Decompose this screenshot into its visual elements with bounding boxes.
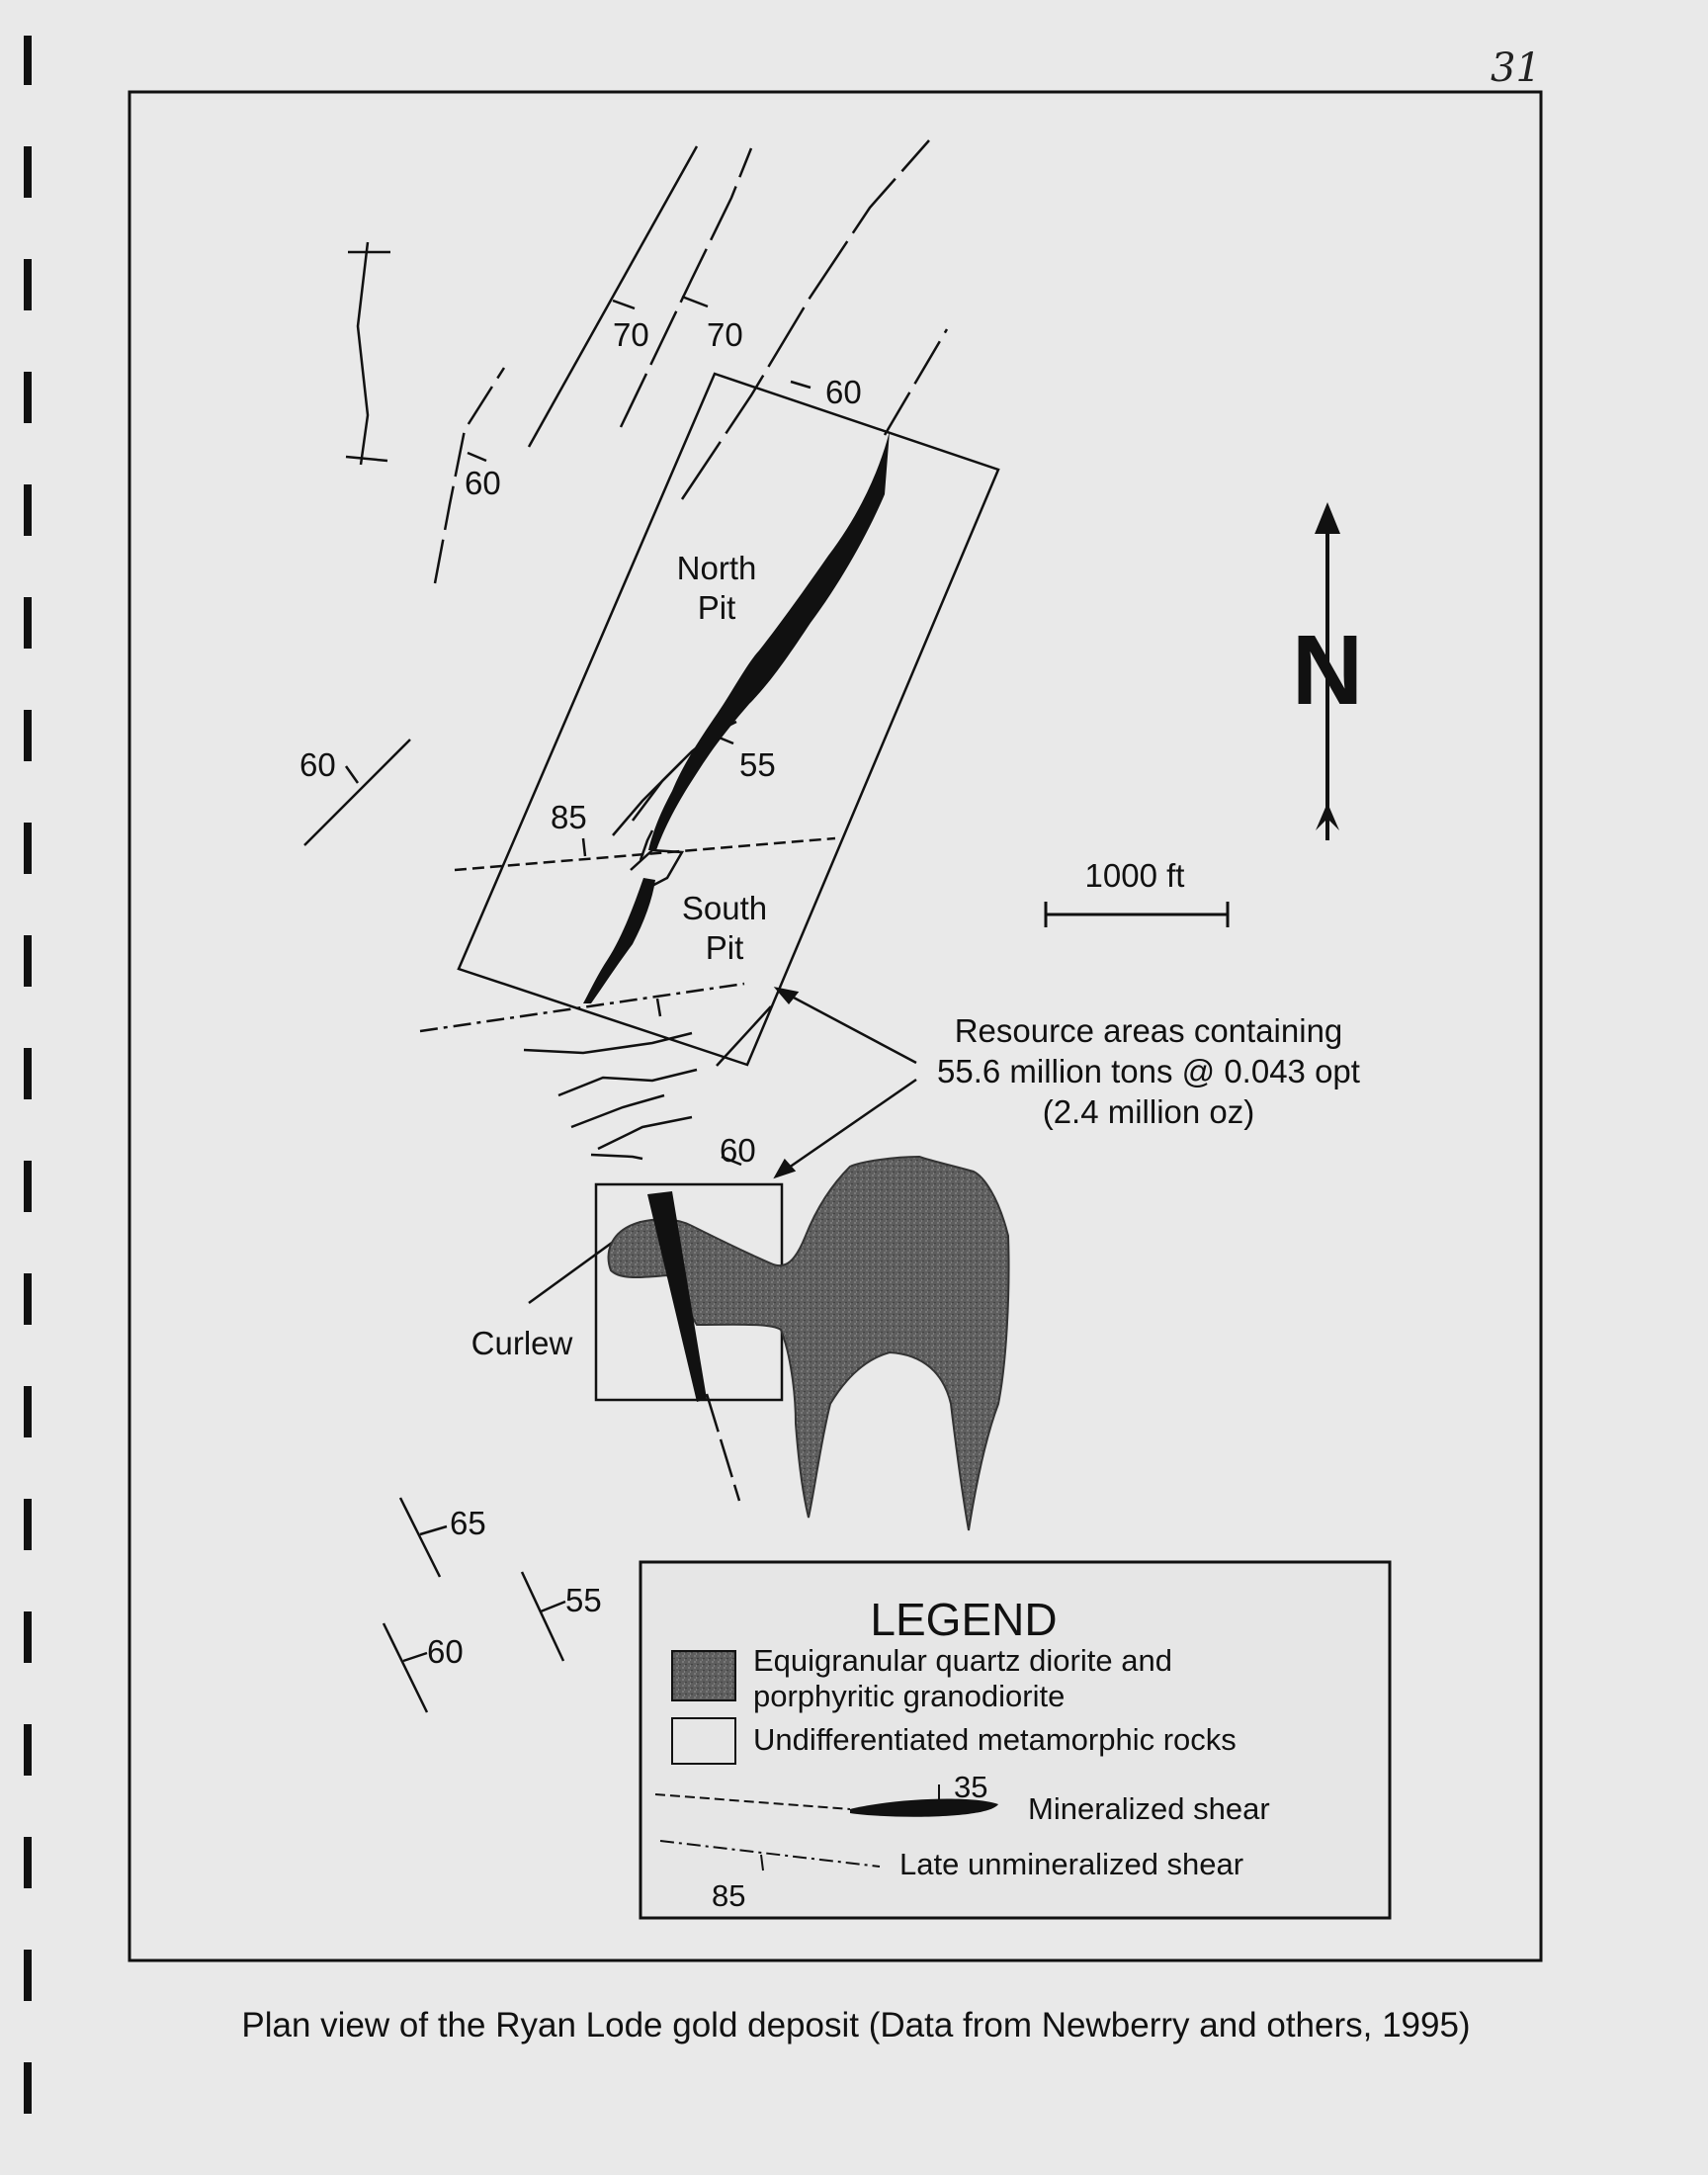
legend-item-mineralized: Mineralized shear — [1028, 1791, 1270, 1826]
north-letter: N — [1292, 615, 1363, 726]
north-arrow-icon: N — [1292, 502, 1363, 840]
dip-label: 60 — [299, 746, 336, 783]
resource-note-line3: (2.4 million oz) — [1043, 1093, 1255, 1130]
legend-shear-dip: 35 — [954, 1770, 987, 1804]
legend-swatch-diorite — [671, 1650, 736, 1701]
resource-note-line1: Resource areas containing — [955, 1012, 1343, 1049]
mineralized-shear — [583, 431, 890, 1402]
legend-swatch-late-shear — [659, 1840, 881, 1868]
legend: LEGEND Equigranular quartz diorite and p… — [639, 1560, 1392, 1920]
south-pit-label-1: South — [682, 890, 767, 926]
legend-item-late-shear: Late unmineralized shear — [899, 1847, 1243, 1881]
map-frame — [128, 90, 1543, 1962]
north-pit-label-1: North — [677, 550, 757, 586]
dip-label: 65 — [450, 1505, 486, 1541]
dip-label: 70 — [707, 316, 743, 353]
scale-bar-label: 1000 ft — [1085, 857, 1185, 894]
leader-arrows — [773, 987, 917, 1179]
legend-title: LEGEND — [870, 1594, 1057, 1645]
page-number: 31 — [1491, 45, 1541, 91]
dip-label: 55 — [739, 746, 776, 783]
dip-label: 70 — [613, 316, 649, 353]
dip-label: 60 — [427, 1633, 464, 1670]
dip-label: 55 — [565, 1582, 602, 1618]
resource-note: Resource areas containing 55.6 million t… — [937, 1012, 1360, 1130]
scale-bar: 1000 ft — [1044, 857, 1230, 927]
south-pit-label-2: Pit — [706, 929, 744, 966]
fault-lines — [303, 139, 949, 1713]
legend-item-diorite-2: porphyritic granodiorite — [753, 1679, 1065, 1713]
legend-late-dip: 85 — [712, 1878, 745, 1913]
curlew-label: Curlew — [471, 1325, 573, 1361]
dip-labels: 70 70 60 60 60 55 85 60 65 55 60 — [299, 316, 862, 1670]
dip-label: 85 — [551, 799, 587, 835]
north-south-pit-outline — [457, 372, 1000, 1067]
intrusive-body — [607, 1155, 1010, 1531]
dip-label: 60 — [465, 465, 501, 501]
legend-item-metamorphic: Undifferentiated metamorphic rocks — [753, 1722, 1237, 1757]
pit-labels: North Pit South Pit Curlew — [471, 550, 767, 1361]
resource-note-line2: 55.6 million tons @ 0.043 opt — [937, 1053, 1360, 1089]
dip-label: 60 — [720, 1132, 756, 1169]
legend-swatch-metamorphic — [671, 1717, 736, 1765]
north-pit-label-2: Pit — [698, 589, 736, 626]
dip-label: 60 — [825, 374, 862, 410]
legend-swatch-mineralized — [850, 1798, 998, 1817]
legend-item-diorite-1: Equigranular quartz diorite and — [753, 1643, 1172, 1678]
binder-marks — [24, 36, 32, 2114]
figure-caption: Plan view of the Ryan Lode gold deposit … — [241, 2006, 1470, 2044]
